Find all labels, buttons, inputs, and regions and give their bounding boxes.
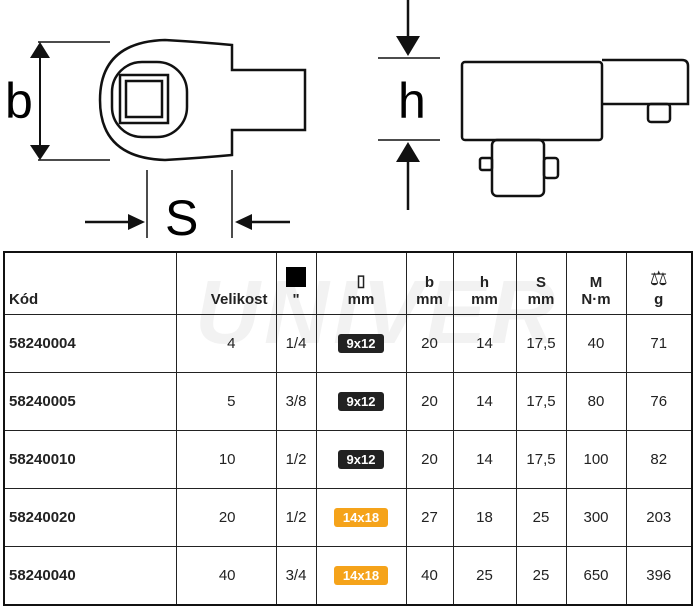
cell-s: 25 xyxy=(515,546,567,606)
cell-m: 80 xyxy=(565,372,627,431)
cell-s: 17,5 xyxy=(515,372,567,431)
cell-h: 14 xyxy=(452,314,517,373)
cell-m: 100 xyxy=(565,430,627,489)
label-b: b xyxy=(5,73,33,129)
cell-drive: 1/2 xyxy=(275,430,317,489)
rectangular-insert-icon: ▯ xyxy=(356,273,366,290)
insert-size-badge: 9x12 xyxy=(337,334,385,353)
cell-insert: 9x12 xyxy=(315,430,407,489)
tool-dimension-diagram: b S h xyxy=(5,0,690,246)
cell-h: 25 xyxy=(452,546,517,606)
cell-code: 58240010 xyxy=(3,430,177,489)
cell-m: 300 xyxy=(565,488,627,547)
col-weight: ⚖g xyxy=(625,251,693,315)
cell-b: 40 xyxy=(405,546,454,606)
cell-weight: 203 xyxy=(625,488,693,547)
cell-s: 25 xyxy=(515,488,567,547)
cell-size: 10 xyxy=(175,430,277,489)
col-drive: " xyxy=(275,251,317,315)
cell-code: 58240005 xyxy=(3,372,177,431)
cell-code: 58240040 xyxy=(3,546,177,606)
label-s: S xyxy=(165,190,198,246)
cell-b: 20 xyxy=(405,372,454,431)
front-view xyxy=(38,0,440,238)
cell-drive: 3/8 xyxy=(275,372,317,431)
label-h: h xyxy=(398,73,426,129)
cell-b: 20 xyxy=(405,430,454,489)
scale-icon: ⚖ xyxy=(649,268,668,290)
cell-h: 18 xyxy=(452,488,517,547)
square-drive-icon xyxy=(286,267,306,287)
cell-weight: 71 xyxy=(625,314,693,373)
cell-code: 58240020 xyxy=(3,488,177,547)
cell-weight: 82 xyxy=(625,430,693,489)
cell-b: 20 xyxy=(405,314,454,373)
cell-h: 14 xyxy=(452,372,517,431)
cell-h: 14 xyxy=(452,430,517,489)
insert-size-badge: 14x18 xyxy=(333,566,389,585)
cell-insert: 14x18 xyxy=(315,546,407,606)
insert-size-badge: 9x12 xyxy=(337,392,385,411)
cell-weight: 76 xyxy=(625,372,693,431)
cell-insert: 9x12 xyxy=(315,314,407,373)
cell-insert: 14x18 xyxy=(315,488,407,547)
insert-size-badge: 9x12 xyxy=(337,450,385,469)
cell-drive: 1/2 xyxy=(275,488,317,547)
cell-drive: 3/4 xyxy=(275,546,317,606)
cell-m: 40 xyxy=(565,314,627,373)
cell-size: 20 xyxy=(175,488,277,547)
col-size: Velikost xyxy=(175,251,277,315)
cell-s: 17,5 xyxy=(515,314,567,373)
cell-size: 4 xyxy=(175,314,277,373)
cell-b: 27 xyxy=(405,488,454,547)
cell-s: 17,5 xyxy=(515,430,567,489)
col-code: Kód xyxy=(3,251,177,315)
cell-m: 650 xyxy=(565,546,627,606)
cell-insert: 9x12 xyxy=(315,372,407,431)
cell-code: 58240004 xyxy=(3,314,177,373)
col-insert: ▯mm xyxy=(315,251,407,315)
side-view xyxy=(460,58,690,198)
insert-size-badge: 14x18 xyxy=(333,508,389,527)
cell-drive: 1/4 xyxy=(275,314,317,373)
cell-weight: 396 xyxy=(625,546,693,606)
cell-size: 40 xyxy=(175,546,277,606)
cell-size: 5 xyxy=(175,372,277,431)
